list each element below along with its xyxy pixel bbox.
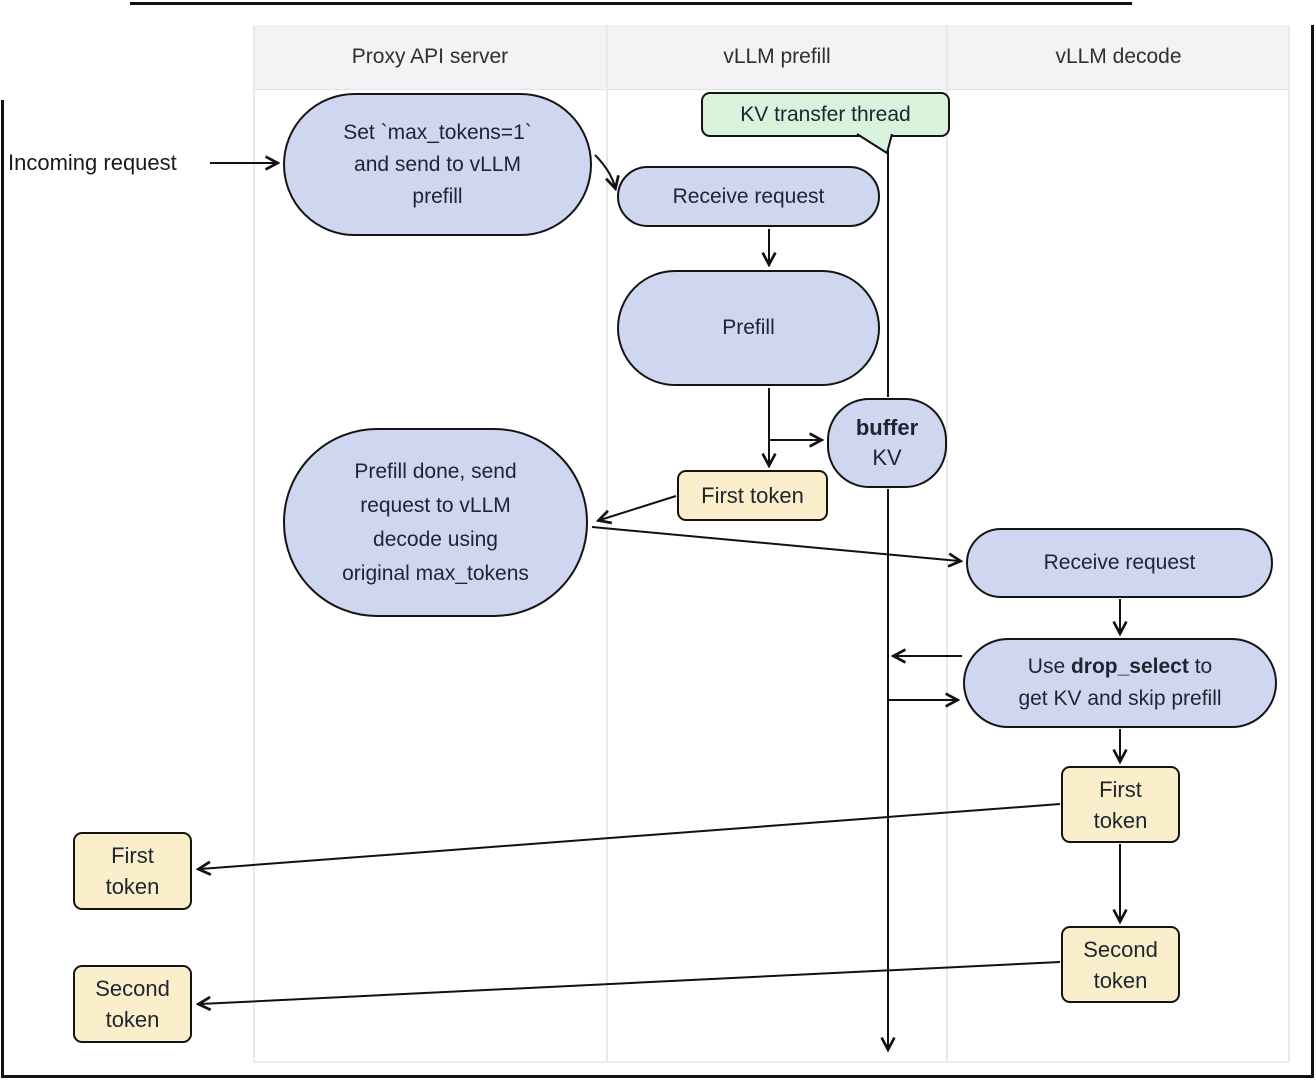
node-line: get KV and skip prefill xyxy=(1018,687,1222,710)
node-line: token xyxy=(1093,807,1148,833)
arrow-first-token-to-proxy xyxy=(600,495,677,520)
node-drop-select: Use drop_select to get KV and skip prefi… xyxy=(963,638,1277,728)
node-prefill-done: Prefill done, send request to vLLM decod… xyxy=(283,428,588,617)
node-line: buffer xyxy=(856,413,918,443)
node-line: Second xyxy=(1083,936,1158,962)
node-line: token xyxy=(1093,967,1148,993)
node-line: and send to vLLM xyxy=(354,152,521,176)
node-line: request to vLLM xyxy=(360,493,511,517)
node-receive-request-decode: Receive request xyxy=(966,528,1273,598)
node-line: token xyxy=(105,874,160,899)
buffer-bold-text: buffer xyxy=(855,415,919,440)
node-line: decode using xyxy=(373,527,498,551)
node-line: Prefill done, send xyxy=(354,459,517,483)
node-line: original max_tokens xyxy=(342,561,529,585)
frame-border-left xyxy=(1,100,4,1078)
node-kv-transfer-thread: KV transfer thread xyxy=(701,92,950,137)
lane-divider-right xyxy=(1288,25,1290,1062)
node-set-max-tokens: Set `max_tokens=1` and send to vLLM pref… xyxy=(283,93,592,236)
node-buffer-kv: buffer KV xyxy=(827,398,947,488)
node-line: Prefill xyxy=(722,316,775,339)
drop-select-pre: Use xyxy=(1027,655,1071,678)
lane-title-prefill: vLLM prefill xyxy=(723,45,831,68)
drop-select-bold: drop_select xyxy=(1070,655,1189,678)
node-line: token xyxy=(105,1007,160,1032)
arrow-proxy-to-prefill-receive xyxy=(594,154,615,187)
incoming-request-label: Incoming request xyxy=(8,150,177,175)
node-first-token-client: First token xyxy=(73,832,192,910)
node-first-token-decode: First token xyxy=(1061,766,1180,843)
drop-select-post: to xyxy=(1188,655,1213,678)
lane-header-band xyxy=(253,25,1290,90)
node-line: First token xyxy=(701,483,804,508)
arrow-first-token-to-client xyxy=(200,803,1061,869)
lane-title-decode: vLLM decode xyxy=(1055,45,1182,68)
node-line: First xyxy=(111,843,154,868)
frame-border-bottom xyxy=(1,1075,1314,1078)
lane-divider-left xyxy=(253,25,255,1062)
lane-title-proxy: Proxy API server xyxy=(351,45,509,68)
node-line: Set `max_tokens=1` xyxy=(343,120,532,144)
frame-border-top xyxy=(130,2,1132,5)
node-first-token-prefill: First token xyxy=(677,470,828,521)
node-line: prefill xyxy=(412,184,463,208)
node-line: Use drop_select to xyxy=(1028,651,1212,683)
node-line: Receive request xyxy=(1043,551,1196,574)
node-line: KV xyxy=(872,445,902,470)
arrow-proxy-to-decode-receive xyxy=(591,526,959,561)
lane-divider-1 xyxy=(606,25,608,1062)
frame-border-right xyxy=(1311,25,1314,1078)
node-line: KV transfer thread xyxy=(740,102,911,126)
lane-bottom-border xyxy=(253,1061,1290,1063)
node-line: Receive request xyxy=(672,184,825,208)
node-second-token-decode: Second token xyxy=(1061,926,1180,1003)
node-receive-request-prefill: Receive request xyxy=(617,166,880,227)
node-second-token-client: Second token xyxy=(73,965,192,1043)
node-line: Second xyxy=(95,976,170,1001)
arrow-second-token-to-client xyxy=(200,961,1061,1004)
lane-divider-2 xyxy=(946,25,948,1062)
node-line: First xyxy=(1099,776,1142,802)
node-prefill: Prefill xyxy=(617,270,880,386)
